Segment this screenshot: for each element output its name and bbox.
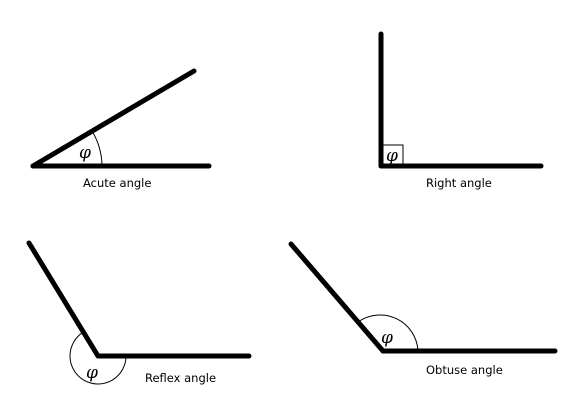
acute-angle-label: Acute angle (83, 176, 151, 190)
acute-arm-ray (30, 68, 197, 169)
obtuse-phi-symbol: φ (381, 328, 393, 348)
reflex-phi-symbol: φ (86, 363, 98, 383)
obtuse-angle-label: Obtuse angle (426, 363, 503, 377)
right-angle-figure: φ Right angle (378, 31, 544, 190)
reflex-angle-figure: φ Reflex angle (26, 240, 252, 385)
reflex-angle-label: Reflex angle (145, 371, 216, 385)
right-phi-symbol: φ (386, 146, 398, 166)
right-angle-label: Right angle (426, 176, 492, 190)
acute-angle-figure: φ Acute angle (30, 68, 212, 190)
reflex-angle-arc (69, 331, 127, 385)
obtuse-arm-ray (288, 241, 386, 354)
acute-angle-arc (91, 130, 103, 167)
obtuse-angle-arc (357, 314, 419, 352)
acute-phi-symbol: φ (79, 143, 91, 163)
reflex-arm-ray (26, 240, 101, 359)
obtuse-angle-figure: φ Obtuse angle (288, 241, 558, 377)
right-angle-square (381, 144, 404, 166)
